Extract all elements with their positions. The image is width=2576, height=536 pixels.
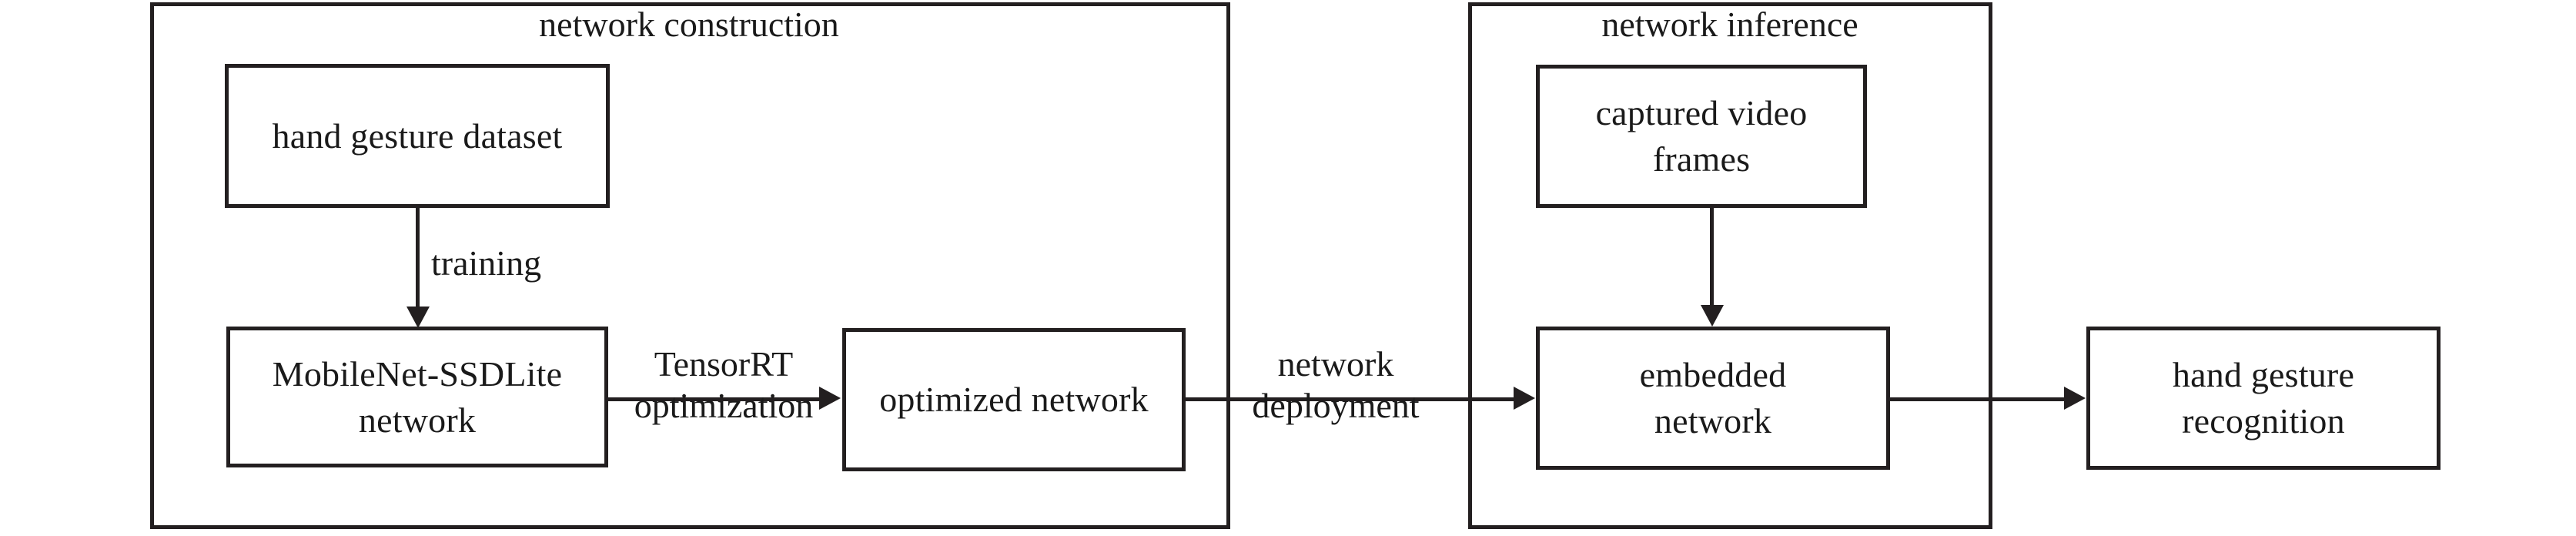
- edge-embedded-to-recognition-line: [1890, 397, 2067, 401]
- edge-embedded-to-recognition-arrowhead: [2064, 387, 2086, 410]
- node-hand-gesture-recognition[interactable]: hand gesture recognition: [2086, 327, 2441, 470]
- node-captured-video-frames[interactable]: captured video frames: [1536, 65, 1867, 208]
- node-mobilenet-ssdlite-network-line1: MobileNet-SSDLite: [272, 353, 563, 394]
- node-optimized-network[interactable]: optimized network: [842, 328, 1186, 471]
- edge-label-tensorrt-optimization-line2: optimization: [634, 386, 814, 426]
- node-embedded-network-line1: embedded: [1639, 355, 1787, 395]
- edge-video-to-embedded-arrowhead: [1701, 305, 1724, 327]
- group-title-network-inference: network inference: [1601, 5, 1858, 44]
- edge-tensorrt-optimization-line: [608, 397, 822, 401]
- node-hand-gesture-recognition-line2: recognition: [2182, 401, 2345, 441]
- node-captured-video-frames-line2: frames: [1652, 139, 1751, 179]
- edge-label-training-line1: training: [431, 243, 542, 283]
- node-mobilenet-ssdlite-network[interactable]: MobileNet-SSDLite network: [226, 327, 608, 467]
- edge-label-tensorrt-optimization-line1: TensorRT: [654, 344, 794, 384]
- edge-label-tensorrt-optimization: TensorRT optimization: [612, 343, 835, 427]
- edge-label-network-deployment-line2: deployment: [1252, 386, 1420, 426]
- node-hand-gesture-recognition-line1: hand gesture: [2172, 355, 2355, 395]
- node-mobilenet-ssdlite-network-line2: network: [358, 400, 477, 440]
- edge-network-deployment-line: [1186, 397, 1517, 401]
- edge-label-training: training: [431, 243, 677, 284]
- edge-network-deployment-arrowhead: [1514, 387, 1535, 410]
- node-hand-gesture-dataset-label: hand gesture dataset: [272, 116, 563, 156]
- edge-video-to-embedded-line: [1710, 208, 1714, 310]
- node-embedded-network[interactable]: embedded network: [1536, 327, 1890, 470]
- group-title-network-construction: network construction: [539, 5, 839, 44]
- node-embedded-network-line2: network: [1654, 401, 1772, 441]
- edge-training-line: [416, 208, 420, 312]
- node-hand-gesture-dataset[interactable]: hand gesture dataset: [225, 64, 610, 208]
- edge-tensorrt-optimization-arrowhead: [819, 387, 841, 410]
- edge-training-arrowhead: [406, 307, 430, 328]
- edge-label-network-deployment-line1: network: [1277, 344, 1394, 384]
- node-optimized-network-label: optimized network: [879, 380, 1149, 420]
- edge-label-network-deployment: network deployment: [1213, 343, 1459, 427]
- node-captured-video-frames-line1: captured video: [1595, 93, 1808, 133]
- group-network-construction: [150, 2, 1230, 529]
- group-network-inference: [1468, 2, 1992, 529]
